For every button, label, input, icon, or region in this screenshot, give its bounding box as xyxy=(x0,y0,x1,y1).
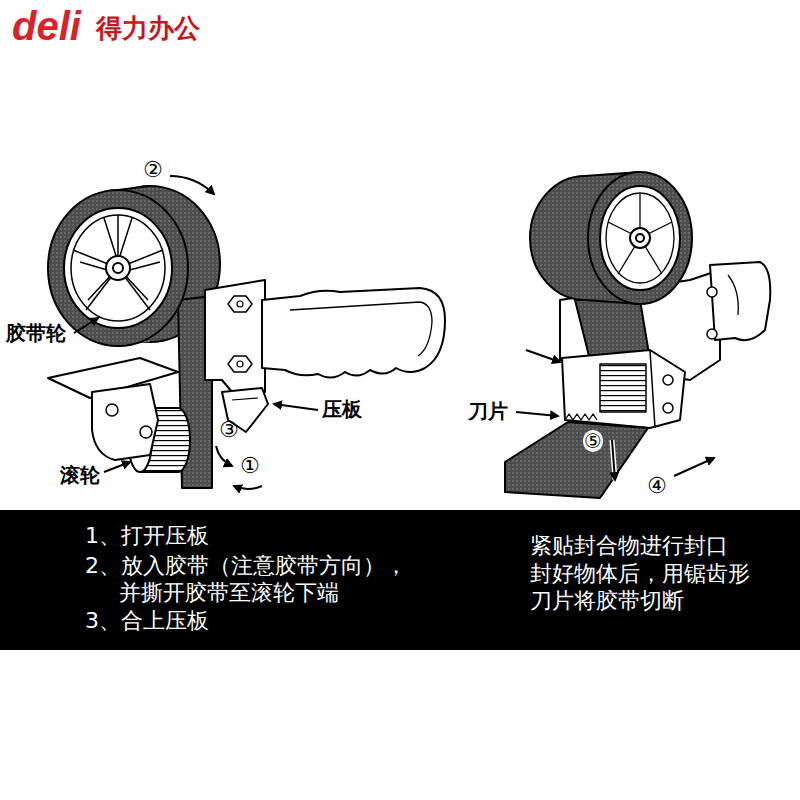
part-label: 胶带轮 xyxy=(6,322,66,344)
part-label: ③ xyxy=(219,418,239,442)
left-dispenser xyxy=(48,186,445,488)
step-text: 2、放入胶带（注意胶带方向）， 并撕开胶带至滚轮下端 xyxy=(85,552,485,606)
instruction-band: 1、打开压板 2、放入胶带（注意胶带方向）， 并撕开胶带至滚轮下端3、合上压板 紧贴… xyxy=(0,510,800,650)
usage-text: 紧贴封合物进行封口 xyxy=(530,532,790,559)
step-text: 1、打开压板 xyxy=(85,522,485,549)
usage-text: 封好物体后，用锯齿形 刀片将胶带切断 xyxy=(530,560,770,614)
part-label: ② xyxy=(143,158,163,182)
part-label: ① xyxy=(240,454,260,478)
part-label: 滚轮 xyxy=(60,464,100,486)
part-label: ④ xyxy=(647,474,667,498)
brand-logo: deli xyxy=(12,4,81,48)
right-arrows xyxy=(516,350,714,480)
right-dispenser xyxy=(505,172,770,498)
brand-logo: 得力办公 xyxy=(96,14,200,43)
part-label: 刀片 xyxy=(468,400,508,422)
part-label: 压板 xyxy=(322,398,362,420)
step-text: 3、合上压板 xyxy=(85,607,485,634)
left-arrows xyxy=(74,176,318,489)
part-label: ⑤ xyxy=(583,430,603,452)
